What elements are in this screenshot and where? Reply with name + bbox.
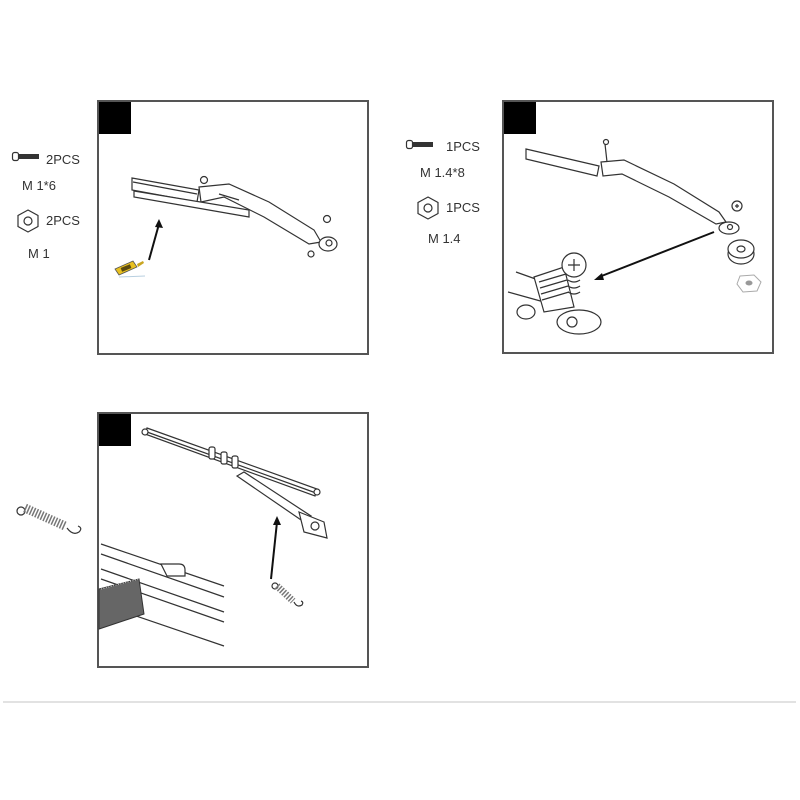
hex-nut-icon — [417, 196, 439, 220]
step-1-screw-quantity: 2PCS — [46, 152, 80, 167]
screw-icon — [405, 139, 433, 150]
spring-detail-illustration — [98, 543, 225, 647]
step-3-badge — [99, 414, 131, 446]
spring-icon — [271, 582, 304, 607]
step-1-badge — [99, 102, 131, 134]
arrow-icon — [148, 219, 163, 261]
spring-detail-illustration — [507, 252, 602, 335]
step-2-nut-quantity: 1PCS — [446, 200, 480, 215]
page-divider — [3, 701, 796, 703]
arrow-icon — [594, 231, 715, 280]
linkage-arm-illustration — [141, 427, 328, 539]
step-1-panel — [97, 100, 369, 355]
linkage-arm-illustration — [131, 175, 338, 258]
step-2-nut-spec: M 1.4 — [428, 231, 461, 246]
linkage-arm-illustration — [525, 138, 743, 235]
step-1-nut-spec: M 1 — [28, 246, 50, 261]
hex-nut-icon — [736, 274, 762, 293]
hex-nut-icon — [17, 209, 39, 233]
step-1-nut-quantity: 2PCS — [46, 213, 80, 228]
screw-icon — [11, 151, 39, 162]
step-2-panel — [502, 100, 774, 354]
step-2-screw-spec: M 1.4*8 — [420, 165, 465, 180]
glue-tube-icon — [114, 260, 146, 278]
step-1-screw-spec: M 1*6 — [22, 178, 56, 193]
washer-icon — [727, 239, 755, 265]
step-2-badge — [504, 102, 536, 134]
step-3-panel — [97, 412, 369, 668]
step-2-screw-quantity: 1PCS — [446, 139, 480, 154]
arrow-icon — [270, 516, 281, 580]
spring-icon — [16, 503, 82, 534]
